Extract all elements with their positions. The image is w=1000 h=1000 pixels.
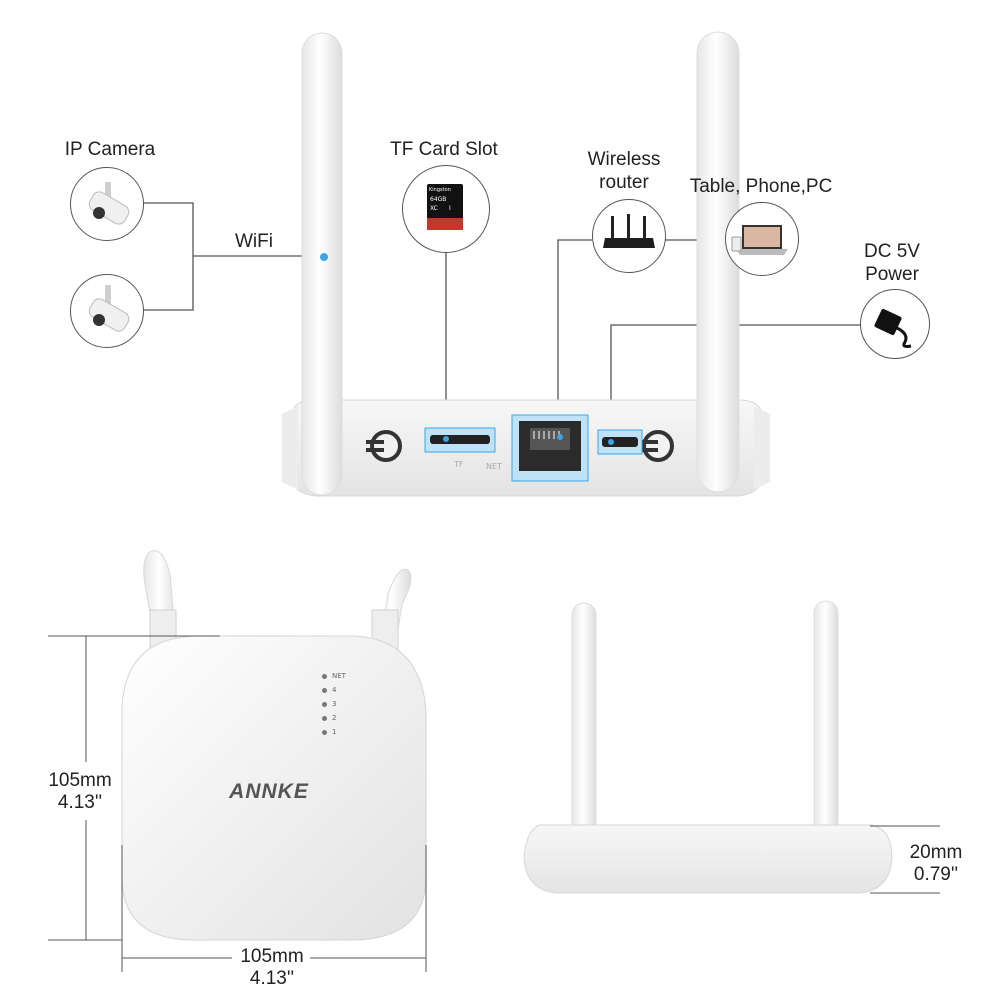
router-icon xyxy=(603,214,655,248)
depth-dimension-mm: 20mm xyxy=(909,842,963,863)
led-indicator: 2 xyxy=(322,714,336,722)
brand-logo: ANNKE xyxy=(229,780,309,803)
led-dot xyxy=(322,729,327,735)
power-adapter-icon xyxy=(874,308,912,348)
led-label: 4 xyxy=(332,686,337,694)
led-dot xyxy=(322,715,327,721)
tf-card-text-capacity: 64GB xyxy=(430,196,447,203)
tf-card-text-xc: XC xyxy=(430,205,438,212)
led-indicator: NET xyxy=(322,672,346,680)
led-dot xyxy=(322,687,327,693)
led-label: 2 xyxy=(332,714,337,722)
wireless-router-label-line1: Wireless xyxy=(587,149,661,170)
dc-power-label-line2: Power xyxy=(865,264,919,285)
laptop-icon xyxy=(731,225,788,255)
devices-circle xyxy=(725,202,799,276)
led-dot xyxy=(322,701,327,707)
led-indicator: 4 xyxy=(322,686,336,694)
camera-icon xyxy=(88,285,130,332)
height-dimension-mm: 105mm xyxy=(48,770,112,791)
width-dimension-in: 4.13'' xyxy=(249,968,295,989)
sd-card-icon: Kingston 64GB XC I xyxy=(427,184,463,230)
led-dot xyxy=(322,673,327,679)
height-dimension-in: 4.13'' xyxy=(57,792,103,813)
camera-icon xyxy=(88,182,130,225)
wireless-router-label-line2: router xyxy=(599,172,649,193)
tf-card-text-brand: Kingston xyxy=(429,187,451,193)
led-label: 1 xyxy=(332,728,337,736)
led-indicator: 1 xyxy=(322,728,336,736)
led-label: NET xyxy=(332,672,346,680)
ip-camera-label: IP Camera xyxy=(64,139,156,160)
devices-label: Table, Phone,PC xyxy=(689,176,833,197)
ip-camera-circle-2 xyxy=(70,274,144,348)
tf-port-label: TF xyxy=(454,460,464,469)
wifi-label: WiFi xyxy=(235,231,273,252)
tf-card-circle: Kingston 64GB XC I xyxy=(402,165,490,253)
depth-dimension-in: 0.79'' xyxy=(913,864,959,885)
wireless-router-circle xyxy=(592,199,666,273)
dc-power-label-line1: DC 5V xyxy=(864,241,920,262)
tf-card-slot-label: TF Card Slot xyxy=(390,139,498,160)
dc-power-circle xyxy=(860,289,930,359)
tf-card-text-class: I xyxy=(449,205,451,212)
ip-camera-circle-1 xyxy=(70,167,144,241)
led-indicator: 3 xyxy=(322,700,336,708)
width-dimension-mm: 105mm xyxy=(240,946,304,967)
led-label: 3 xyxy=(332,700,337,708)
net-port-label: NET xyxy=(486,462,502,471)
